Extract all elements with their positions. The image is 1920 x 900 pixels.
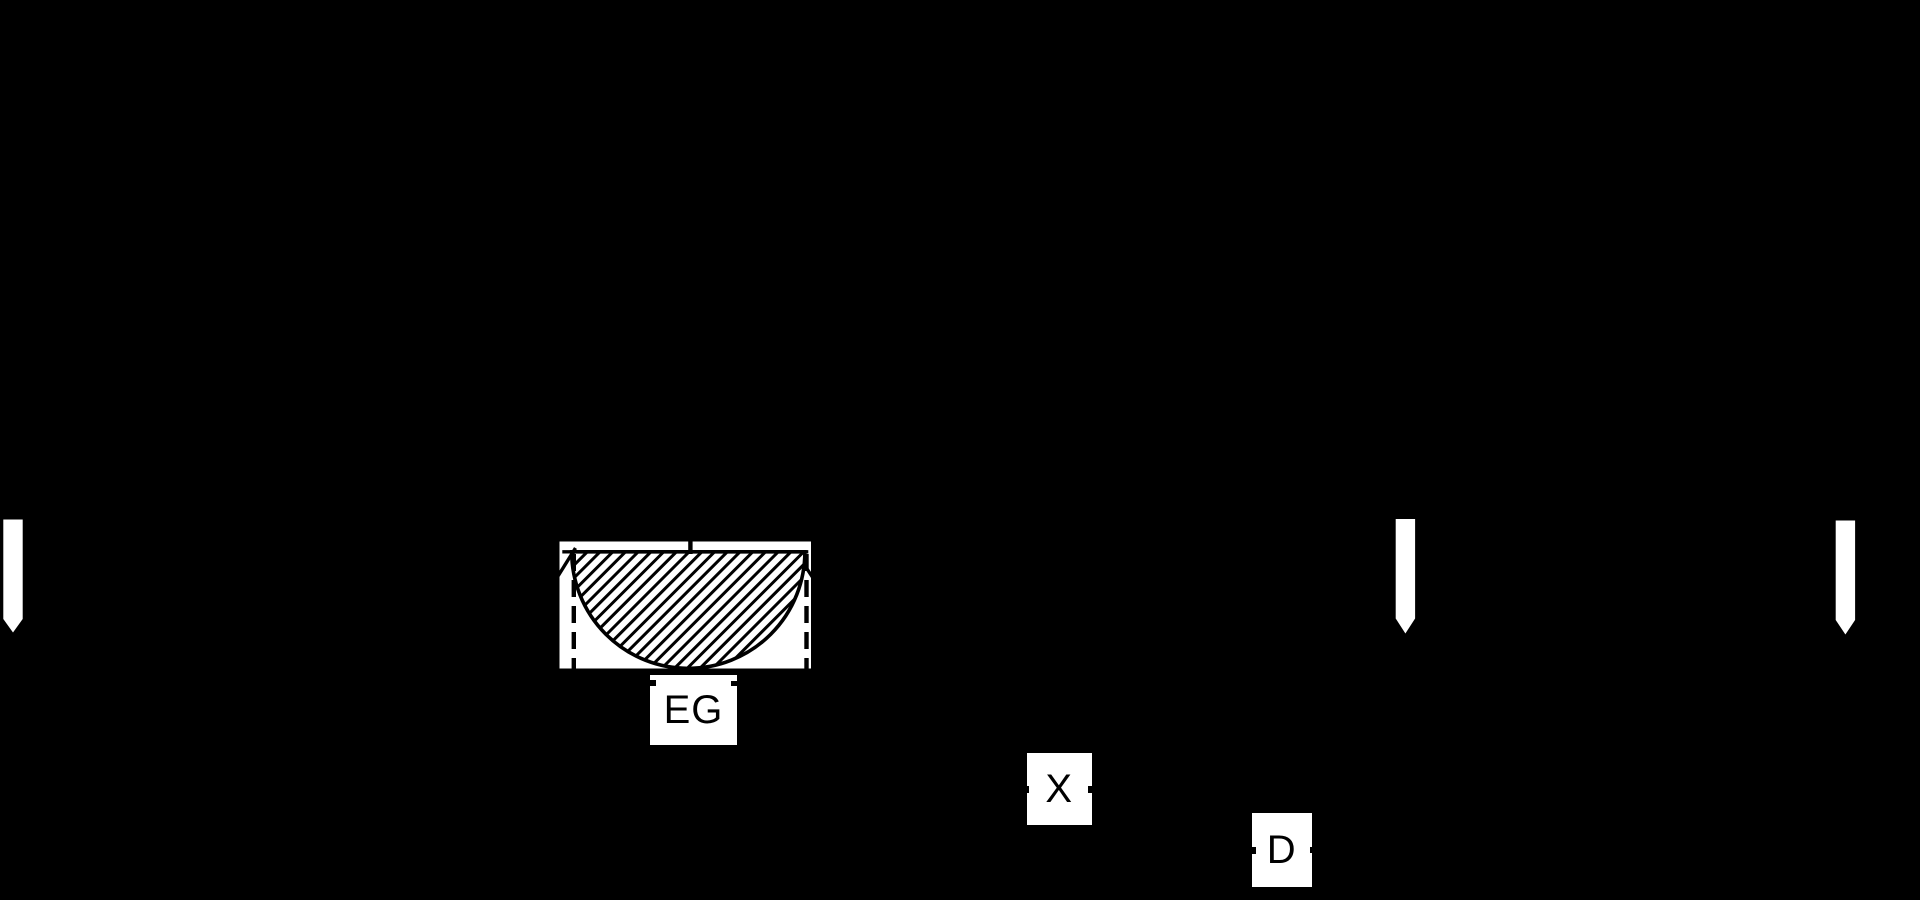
label-eg-text: EG [663,687,724,732]
down-arrow-left [3,519,23,633]
label-leader-mark [1309,847,1316,853]
label-d: D [1251,812,1312,887]
down-arrow-middle [1395,519,1416,634]
slope-segment-right [803,564,816,581]
label-x: X [1026,752,1092,825]
label-leader-mark [1088,786,1095,793]
label-x-text: X [1045,766,1074,811]
label-eg: EG [650,674,737,745]
down-arrow-right [1835,520,1856,635]
label-d-text: D [1266,827,1297,872]
hatched-semicircle [569,550,807,671]
label-leader-mark [1249,847,1256,854]
label-leader-mark [1022,786,1029,793]
label-leader-mark [649,680,656,686]
label-leader-mark [730,680,737,686]
slope-segment-left [555,547,577,580]
